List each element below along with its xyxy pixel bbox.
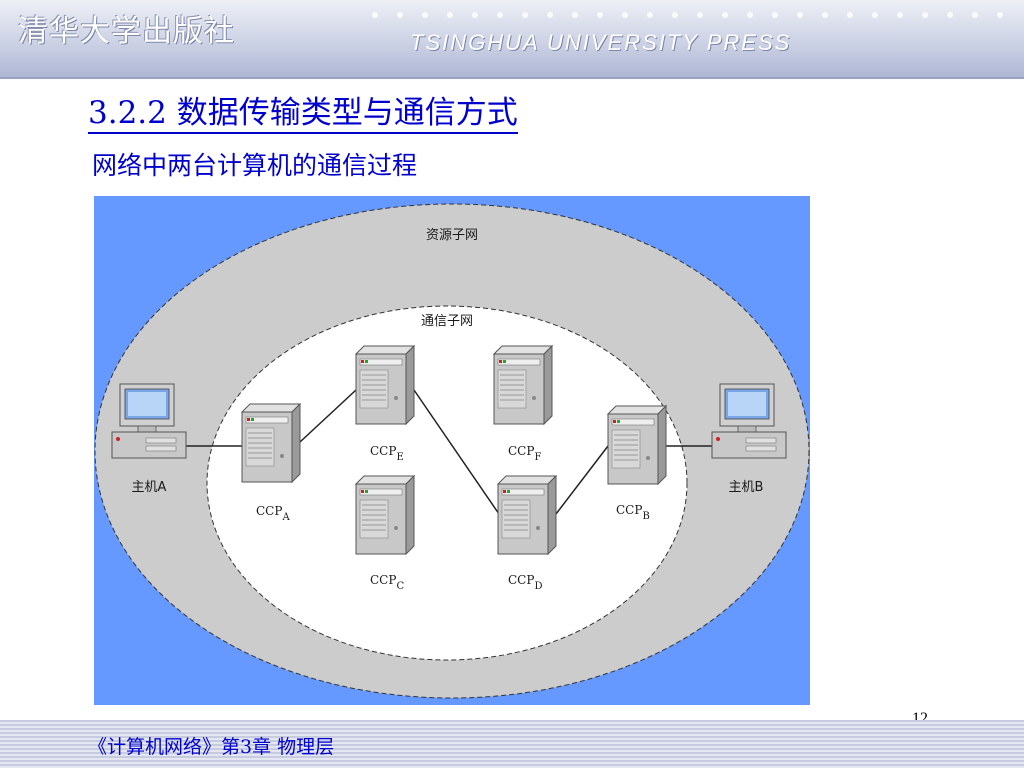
ccp-node-E: CCPE xyxy=(355,345,415,463)
network-links xyxy=(182,389,712,515)
header-dots xyxy=(372,12,1003,18)
ccp-node-F: CCPF xyxy=(493,345,553,463)
footer-course-title: 《计算机网络》第3章 物理层 xyxy=(88,736,335,758)
host-A: 主机A xyxy=(111,383,187,495)
server-icon xyxy=(355,475,415,555)
link-ccp-E-ccp-D xyxy=(413,389,500,515)
footer-banner xyxy=(0,720,1024,768)
communication-subnet-region xyxy=(206,305,688,661)
host-B-label: 主机B xyxy=(729,480,764,495)
ccp-node-C: CCPC xyxy=(355,475,415,592)
server-icon xyxy=(355,345,415,425)
link-ccp-D-ccp-B xyxy=(555,445,609,515)
communication-subnet-label: 通信子网 xyxy=(421,314,473,329)
ccp-node-E-label: CCPE xyxy=(370,444,404,463)
ccp-node-F-label: CCPF xyxy=(508,444,541,463)
link-ccp-A-ccp-E xyxy=(299,389,357,443)
ccp-node-B: CCPB xyxy=(607,405,667,522)
header-banner: 清华大学出版社 TSINGHUA UNIVERSITY PRESS xyxy=(0,0,1024,79)
header-divider xyxy=(0,77,1024,79)
network-diagram: 资源子网 通信子网 主机A 主机B CCPA CCPE CCPF CCPC CC… xyxy=(94,196,810,705)
server-icon xyxy=(493,345,553,425)
ccp-node-A-label: CCPA xyxy=(256,504,290,523)
ccp-node-D: CCPD xyxy=(497,475,557,592)
server-icon xyxy=(241,403,301,483)
resource-subnet-label: 资源子网 xyxy=(426,228,478,243)
ccp-node-D-label: CCPD xyxy=(508,573,542,592)
slide-subtitle: 网络中两台计算机的通信过程 xyxy=(92,151,418,180)
ccp-node-B-label: CCPB xyxy=(616,503,650,522)
publisher-logo-cn: 清华大学出版社 xyxy=(18,14,235,49)
ccp-node-A: CCPA xyxy=(241,403,301,523)
server-icon xyxy=(497,475,557,555)
slide-title: 3.2.2 数据传输类型与通信方式 xyxy=(88,94,518,134)
publisher-logo-en: TSINGHUA UNIVERSITY PRESS xyxy=(410,30,792,55)
host-A-label: 主机A xyxy=(132,480,167,495)
server-icon xyxy=(607,405,667,485)
host-B: 主机B xyxy=(711,383,787,495)
ccp-node-C-label: CCPC xyxy=(370,573,404,592)
